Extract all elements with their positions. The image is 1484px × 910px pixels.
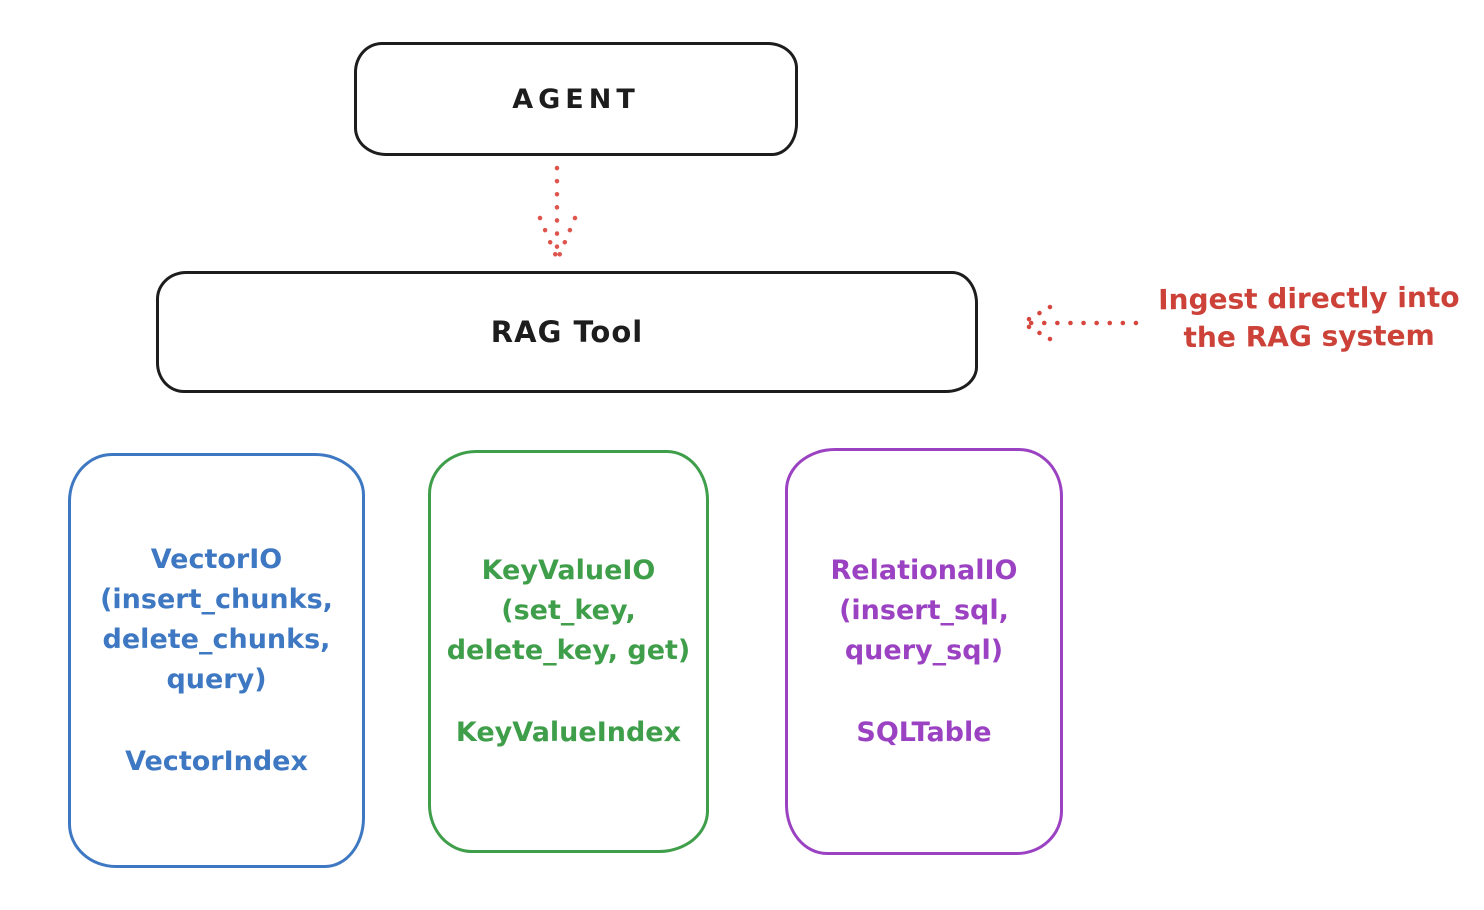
relational-io-box: RelationalIO (insert_sql, query_sql) SQL…	[785, 448, 1063, 855]
ingest-annotation-line1: Ingest directly into	[1158, 280, 1460, 317]
vector-index-label: VectorIndex	[125, 745, 308, 777]
vector-io-methods: VectorIO (insert_chunks, delete_chunks, …	[100, 540, 333, 782]
ingest-annotation-line2: the RAG system	[1183, 318, 1435, 355]
keyvalue-io-methods: KeyValueIO (set_key, delete_key, get) Ke…	[447, 551, 691, 753]
sql-table-label: SQLTable	[856, 716, 992, 748]
keyvalue-io-box: KeyValueIO (set_key, delete_key, get) Ke…	[428, 450, 709, 853]
vector-io-box: VectorIO (insert_chunks, delete_chunks, …	[68, 453, 365, 868]
keyvalue-io-line: KeyValueIO	[481, 554, 656, 586]
keyvalue-io-line: delete_key, get)	[446, 634, 691, 666]
relational-io-line: (insert_sql,	[839, 594, 1009, 626]
agent-label: AGENT	[512, 83, 640, 115]
keyvalue-index-label: KeyValueIndex	[455, 716, 682, 748]
agent-box: AGENT	[354, 42, 798, 156]
agent-to-rag-arrow-icon	[528, 162, 588, 270]
relational-io-line: RelationalIO	[830, 554, 1018, 586]
relational-io-methods: RelationalIO (insert_sql, query_sql) SQL…	[831, 551, 1018, 753]
vector-io-line: (insert_chunks,	[100, 583, 333, 615]
keyvalue-io-line: (set_key,	[501, 594, 636, 626]
ingest-annotation-arrow-icon	[1012, 300, 1142, 350]
vector-io-line: delete_chunks,	[102, 623, 331, 655]
relational-io-line: query_sql)	[844, 634, 1004, 666]
rag-tool-box: RAG Tool	[156, 271, 978, 393]
ingest-annotation: Ingest directly into the RAG system	[1138, 279, 1481, 358]
vector-io-line: VectorIO	[150, 543, 283, 575]
rag-tool-label: RAG Tool	[490, 315, 644, 349]
vector-io-line: query)	[166, 663, 267, 695]
